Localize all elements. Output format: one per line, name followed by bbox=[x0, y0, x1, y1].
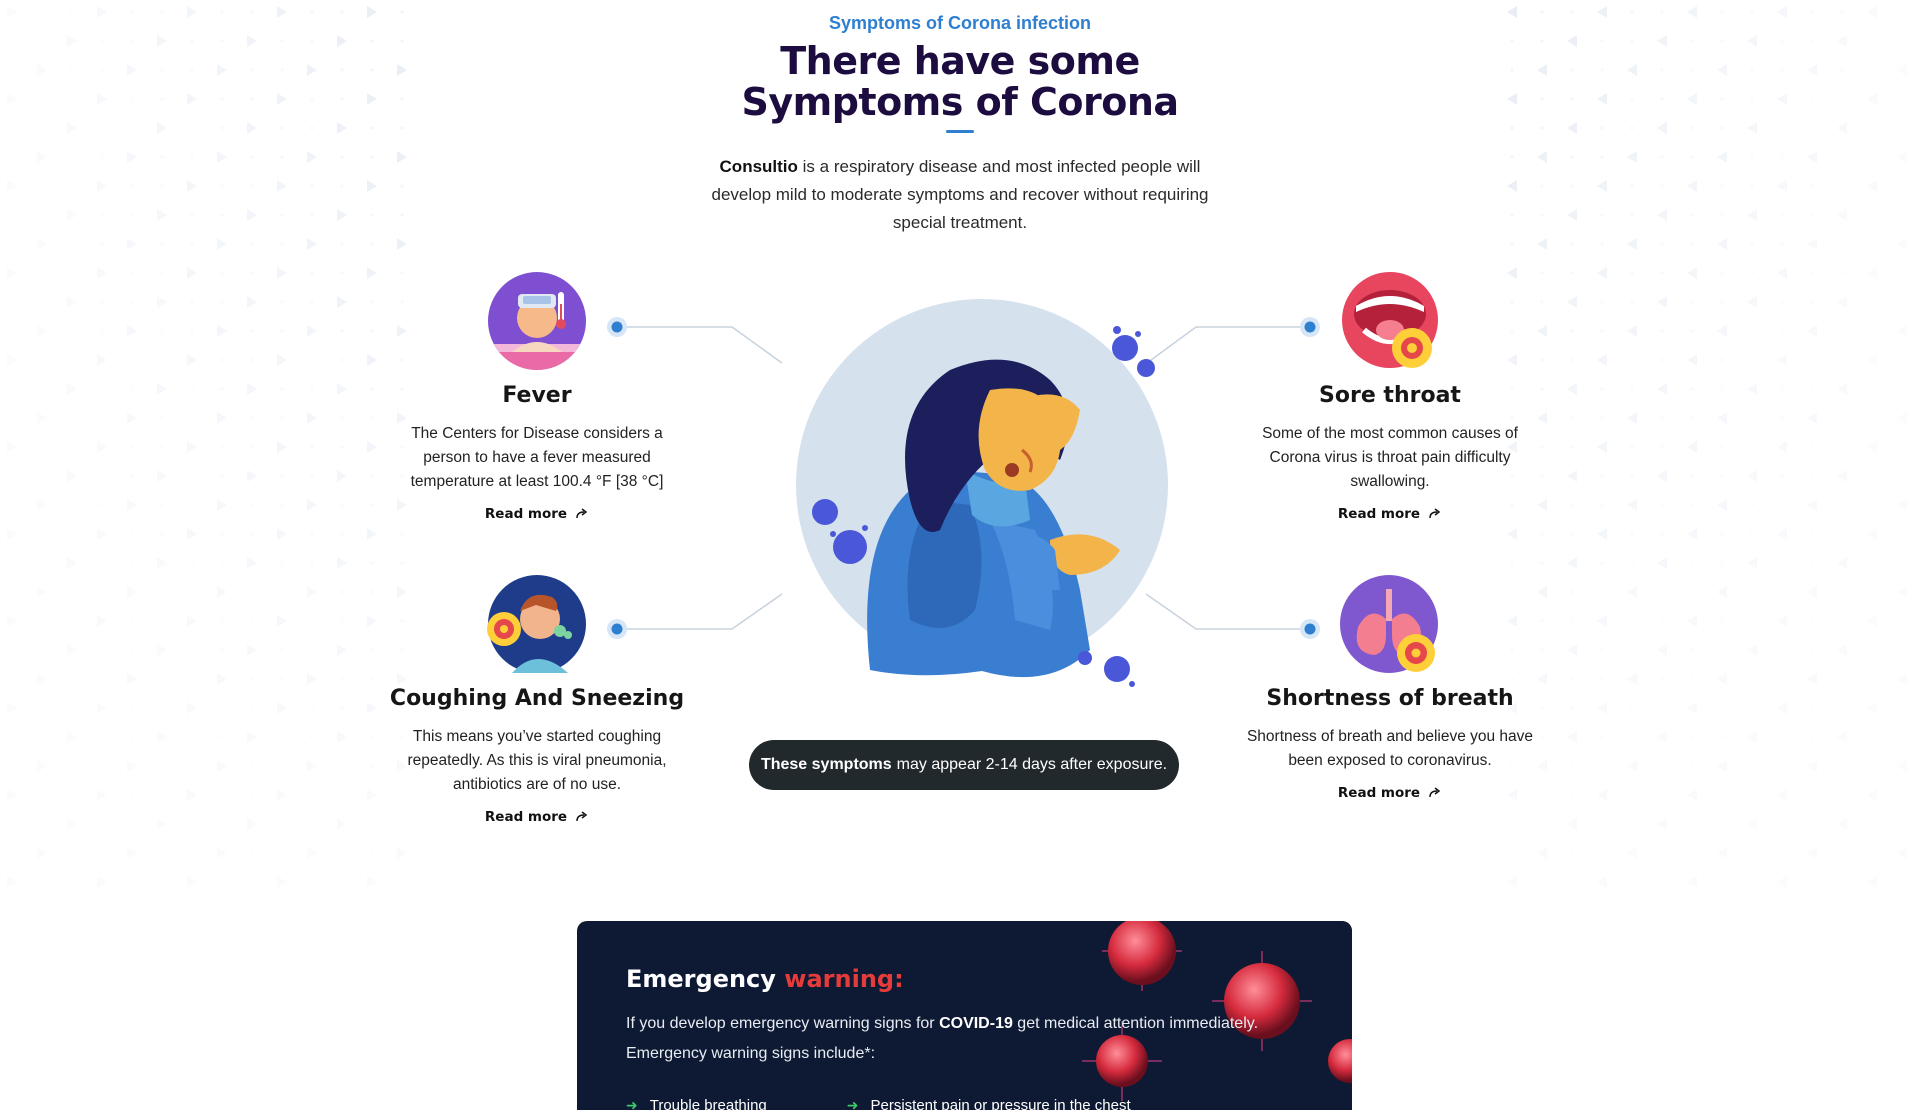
pill-text: may appear 2-14 days after exposure. bbox=[896, 756, 1168, 773]
arrow-icon bbox=[576, 811, 588, 822]
read-more-label: Read more bbox=[1337, 506, 1421, 522]
symptom-description: This means you’ve started coughing repea… bbox=[407, 728, 667, 793]
symptom-title: Fever bbox=[502, 383, 572, 408]
symptom-description: The Centers for Disease considers a pers… bbox=[410, 425, 664, 490]
sore-throat-icon bbox=[1342, 272, 1440, 370]
check-icon: ➜ bbox=[626, 1097, 638, 1110]
emergency-sign-text: Trouble breathing bbox=[649, 1097, 767, 1110]
background-pattern-left bbox=[7, 6, 407, 888]
emergency-sign-text: Persistent pain or pressure in the chest bbox=[870, 1097, 1131, 1110]
symptom-title: Shortness of breath bbox=[1266, 686, 1514, 711]
symptom-card-sore-throat: Sore throat Some of the most common caus… bbox=[1240, 382, 1540, 523]
symptom-description: Some of the most common causes of Corona… bbox=[1262, 425, 1518, 490]
intro-text: is a respiratory disease and most infect… bbox=[711, 157, 1209, 232]
read-more-label: Read more bbox=[484, 809, 568, 825]
lungs-icon bbox=[1340, 575, 1438, 673]
arrow-icon bbox=[1429, 787, 1441, 798]
emergency-title-highlight: warning: bbox=[784, 965, 904, 993]
arrow-icon bbox=[576, 508, 588, 519]
read-more-label: Read more bbox=[1337, 785, 1421, 801]
intro-brand: Consultio bbox=[719, 157, 798, 176]
symptom-title: Sore throat bbox=[1319, 383, 1461, 408]
intro-paragraph: Consultio is a respiratory disease and m… bbox=[700, 153, 1220, 237]
emergency-title-text: Emergency bbox=[626, 965, 776, 993]
emergency-sign-item: ➜ Trouble breathing bbox=[626, 1097, 767, 1110]
fever-icon bbox=[488, 272, 586, 370]
symptom-card-shortness-of-breath: Shortness of breath Shortness of breath … bbox=[1240, 685, 1540, 802]
read-more-label: Read more bbox=[484, 506, 568, 522]
virus-illustration bbox=[1052, 921, 1352, 1110]
emergency-line-1: If you develop emergency warning signs f… bbox=[626, 1009, 1266, 1039]
emergency-description: If you develop emergency warning signs f… bbox=[626, 1009, 1266, 1069]
title-underline bbox=[946, 130, 974, 133]
background-pattern-right bbox=[1507, 6, 1907, 888]
title-line-1: There have some bbox=[780, 39, 1140, 83]
symptom-card-coughing: Coughing And Sneezing This means you’ve … bbox=[387, 685, 687, 826]
check-icon: ➜ bbox=[846, 1097, 859, 1110]
read-more-link-coughing[interactable]: Read more bbox=[485, 809, 589, 825]
emergency-line-1-bold: COVID-19 bbox=[939, 1015, 1013, 1032]
section-eyebrow: Symptoms of Corona infection bbox=[828, 13, 1091, 33]
read-more-link-sore-throat[interactable]: Read more bbox=[1338, 506, 1442, 522]
title-line-2: Symptoms of Corona bbox=[741, 80, 1179, 124]
coughing-icon bbox=[487, 575, 586, 673]
symptom-timing-banner: These symptoms may appear 2-14 days afte… bbox=[749, 740, 1179, 790]
coughing-woman-illustration bbox=[796, 299, 1168, 687]
section-title: There have some Symptoms of Corona bbox=[0, 41, 1920, 123]
emergency-line-1-end: get medical attention immediately. bbox=[1012, 1015, 1259, 1032]
emergency-line-1-start: If you develop emergency warning signs f… bbox=[626, 1015, 940, 1032]
emergency-signs-list: ➜ Trouble breathing ➜ Persistent pain or p… bbox=[626, 1097, 1326, 1110]
emergency-sign-item: ➜ Persistent pain or pressure in the ches… bbox=[847, 1097, 1131, 1110]
symptom-title: Coughing And Sneezing bbox=[389, 686, 685, 711]
symptom-card-fever: Fever The Centers for Disease considers … bbox=[387, 382, 687, 523]
symptom-description: Shortness of breath and believe you have… bbox=[1246, 728, 1534, 769]
read-more-link-shortness-of-breath[interactable]: Read more bbox=[1338, 785, 1442, 801]
read-more-link-fever[interactable]: Read more bbox=[485, 506, 589, 522]
arrow-icon bbox=[1429, 508, 1441, 519]
emergency-line-2: Emergency warning signs include*: bbox=[626, 1045, 876, 1062]
emergency-title: Emergency warning: bbox=[626, 965, 904, 993]
emergency-warning-card: Emergency warning: If you develop emerge… bbox=[577, 921, 1352, 1110]
pill-bold-text: These symptoms bbox=[760, 756, 892, 773]
